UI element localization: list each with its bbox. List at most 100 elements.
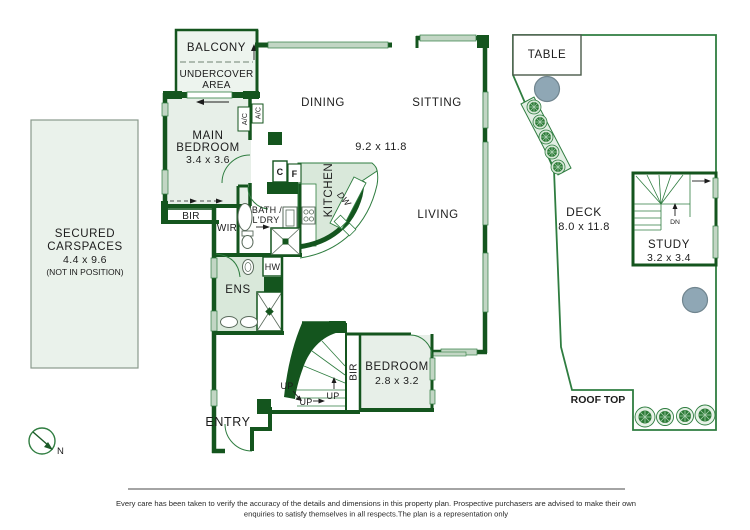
deck-label: DECK (566, 205, 602, 219)
dining-label: DINING (301, 97, 345, 109)
table-label: TABLE (528, 49, 567, 61)
arrowhead (263, 224, 270, 230)
wall-pillar (243, 91, 259, 99)
compass: N (28, 427, 64, 457)
toilet-bowl (244, 262, 252, 272)
table-box (512, 34, 582, 76)
up-arrow (292, 390, 300, 399)
bath-label-2: L'DRY (252, 215, 279, 225)
entry-door-arc (224, 423, 253, 452)
rooftop-plants (634, 404, 716, 428)
wall-pillar (267, 182, 298, 194)
study-dims: 3.2 x 3.4 (647, 252, 691, 264)
window (210, 389, 218, 407)
window (712, 225, 719, 259)
window (712, 177, 719, 199)
undercover-label-1: UNDERCOVER (179, 69, 253, 80)
bedroom2-dims: 2.8 x 3.2 (375, 375, 419, 387)
bedroom2-label: BEDROOM (365, 361, 429, 373)
wall (250, 407, 272, 451)
cupboard-label: C (277, 167, 284, 177)
wall-pillar (268, 132, 282, 145)
stool (342, 222, 357, 237)
open-plan-dims: 9.2 x 11.8 (355, 141, 407, 153)
bath-label-1: BATH / (252, 205, 282, 215)
wall-pillar (264, 277, 282, 292)
window (482, 91, 489, 129)
burner (308, 209, 314, 215)
shower-bath (270, 227, 301, 256)
planter-plants (526, 99, 566, 175)
compass-arrowhead (44, 442, 53, 450)
window (429, 389, 436, 405)
disclaimer-line-1: Every care has been taken to verify the … (116, 499, 636, 508)
fridge-label: F (292, 169, 298, 179)
entry-label: ENTRY (205, 415, 250, 429)
roof-top-label: ROOF TOP (571, 394, 626, 406)
window (267, 41, 389, 49)
ac-label: A/C (242, 113, 249, 125)
balcony-label: BALCONY (187, 42, 246, 54)
stair-bir-label: BIR (349, 363, 360, 381)
wir-label: WIR (217, 223, 237, 234)
carspaces-label-2: CARSPACES (47, 241, 122, 253)
burner (308, 216, 314, 222)
window (429, 357, 436, 381)
left-unit: A/C A/C (161, 28, 489, 454)
ens-door-arc (215, 253, 241, 278)
stool (333, 214, 348, 229)
bir-label: BIR (182, 211, 200, 222)
cooktop (301, 206, 316, 225)
arrowhead (672, 203, 678, 209)
bedroom-door-arc (221, 154, 251, 184)
bathtub (237, 203, 253, 231)
right-unit: TABLE DECK 8.0 x 11.8 (512, 34, 719, 431)
bath-door-arc (247, 186, 269, 210)
disclaimer-line-2: enquiries to satisfy themselves in all r… (244, 510, 508, 519)
hw-label: HW (265, 262, 281, 272)
up-label: UP (326, 391, 339, 401)
spa-circle (681, 286, 709, 314)
wall-pillar (257, 399, 271, 414)
carspaces-label-1: SECURED (55, 228, 115, 240)
carspaces-dims: 4.4 x 9.6 (63, 254, 107, 266)
window (161, 169, 169, 195)
kitchen-label: KITCHEN (323, 163, 335, 218)
window (210, 310, 218, 332)
window (482, 141, 489, 226)
arrowhead (295, 395, 302, 401)
basin (220, 316, 238, 328)
arrowhead (704, 178, 711, 184)
ac-unit (237, 106, 251, 132)
study-label: STUDY (648, 239, 690, 251)
deck-dims: 8.0 x 11.8 (558, 221, 610, 233)
window (482, 252, 489, 313)
carspaces-note: (NOT IN POSITION) (46, 267, 123, 277)
bedroom2-floor (361, 335, 432, 410)
window-stub (432, 351, 467, 357)
burner (303, 216, 309, 222)
footer: Every care has been taken to verify the … (116, 488, 636, 519)
carspaces-box (30, 119, 139, 369)
sitting-label: SITTING (412, 97, 462, 109)
north-label: N (57, 446, 64, 457)
arrowhead (318, 398, 325, 404)
window (161, 102, 169, 117)
ac-label: A/C (256, 107, 263, 119)
arrowhead (190, 198, 197, 204)
sliding-door (186, 91, 233, 99)
toilet (241, 235, 254, 249)
compass-circle (28, 427, 56, 455)
trough-basin (285, 209, 295, 227)
bedroom2-door-arc (409, 334, 433, 358)
ac-unit (251, 103, 264, 124)
up-label: UP (280, 381, 293, 391)
ens-label: ENS (225, 284, 250, 296)
stair-down (634, 174, 691, 231)
window (419, 34, 477, 42)
kitchen-island-edge (299, 169, 379, 259)
spa-circle (533, 75, 561, 103)
toilet (242, 259, 254, 275)
